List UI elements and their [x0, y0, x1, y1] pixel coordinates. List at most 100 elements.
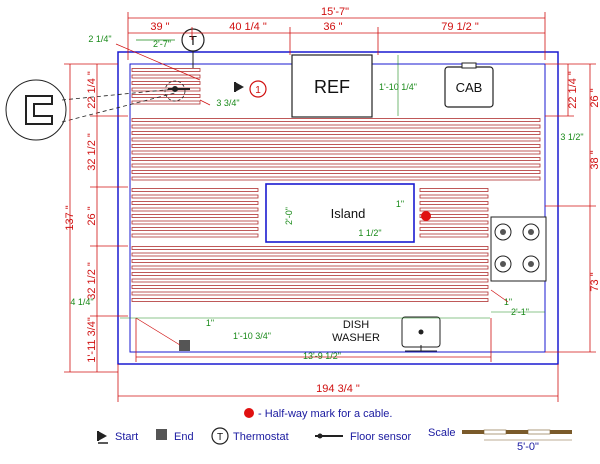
cable-run	[419, 201, 489, 205]
dim-right-3: 38 "	[589, 150, 600, 169]
cable-run	[131, 246, 489, 250]
dim-top-4: 79 1/2 "	[441, 21, 479, 33]
cable-run	[131, 285, 489, 289]
dim-left-1: 22 1/4 "	[86, 71, 98, 109]
stove	[490, 216, 547, 282]
cable-run	[131, 291, 489, 296]
sink	[401, 316, 441, 352]
cable-run	[131, 201, 259, 205]
svg-text:T: T	[217, 432, 223, 443]
halfway-mark	[421, 211, 431, 221]
dishwasher-label-1: DISH	[343, 319, 369, 331]
dim-inner-d: 1"	[396, 199, 404, 209]
dim-left-3: 26 "	[86, 206, 98, 225]
cable-run	[419, 214, 489, 218]
dim-right-1: 22 1/4 "	[567, 71, 579, 109]
marker-1-symbol: 1	[249, 80, 267, 98]
cable-run	[131, 118, 541, 122]
room-outline	[117, 51, 559, 365]
scale-label: Scale	[428, 427, 456, 439]
start-triangle-icon	[235, 82, 244, 92]
cable-run	[419, 194, 489, 199]
cabinet-label: CAB	[456, 80, 483, 95]
top-dimension-lines	[127, 12, 546, 60]
legend-halfway-icon	[244, 408, 254, 418]
cable-run	[131, 188, 259, 192]
cable-run	[131, 214, 259, 218]
bottom-dimension-lines	[117, 318, 559, 402]
dim-bottom-1: 13'-9 1/2"	[303, 351, 341, 361]
cable-run	[131, 176, 541, 181]
thermostat-symbol: T	[181, 28, 205, 52]
svg-text:T: T	[189, 33, 197, 48]
cable-run	[131, 157, 541, 161]
cable-run	[131, 124, 541, 129]
dishwasher-label-2: WASHER	[332, 332, 380, 344]
scale-bar	[462, 429, 572, 441]
cable-run	[131, 150, 541, 155]
dim-bottom-2: 1'-10 3/4"	[233, 331, 271, 341]
cable-run	[131, 81, 201, 85]
cable-run	[419, 188, 489, 192]
cable-run	[419, 227, 489, 231]
dim-left-4: 32 1/2 "	[86, 262, 98, 300]
cable-end-marker	[179, 340, 190, 351]
cable-run	[131, 144, 541, 148]
dim-overall-width: 15'-7"	[321, 6, 349, 18]
cable-run	[131, 137, 541, 142]
refrigerator	[291, 54, 373, 118]
legend-start-text: Start	[115, 431, 138, 443]
dim-overall-height: 137 "	[64, 205, 76, 230]
sensor-detail-callout	[5, 79, 186, 141]
cable-run	[131, 259, 489, 263]
cable-run	[419, 220, 489, 225]
legend-thermostat-icon: T	[211, 427, 229, 445]
cable-run	[131, 220, 259, 225]
dim-right-2: 26 "	[589, 88, 600, 107]
island-label: Island	[331, 206, 366, 221]
dim-top-1: 39 "	[150, 21, 169, 33]
refrigerator-label: REF	[314, 77, 350, 97]
legend-end-icon	[156, 429, 167, 440]
cable-run	[131, 233, 259, 238]
dim-right-5: 3 1/2"	[560, 132, 583, 142]
cable-run	[131, 100, 201, 105]
heating-cable-runs	[131, 68, 541, 302]
cable-run	[131, 163, 541, 168]
cable-run	[131, 252, 489, 257]
legend-thermostat-text: Thermostat	[233, 431, 289, 443]
cable-run	[131, 131, 541, 135]
dim-bottom-3: 1"	[206, 318, 214, 328]
dim-top-6: 2 1/4"	[88, 34, 111, 44]
cable-run	[131, 194, 259, 199]
dim-left-5: 1'-11 3/4"	[86, 317, 98, 363]
scale-value: 5'-0"	[517, 441, 539, 453]
cable-run	[131, 272, 489, 276]
svg-text:1: 1	[255, 85, 261, 96]
cable-run	[131, 170, 541, 174]
legend-halfway-text: - Half-way mark for a cable.	[258, 408, 392, 420]
cable-run	[131, 74, 201, 79]
cable-run	[131, 227, 259, 231]
dim-left-6: 4 1/4"	[70, 297, 93, 307]
dim-inner-c: 2'-0"	[284, 207, 294, 225]
dim-top-2: 40 1/4 "	[229, 21, 267, 33]
right-dimension-lines	[545, 63, 596, 353]
dim-top-3: 36 "	[323, 21, 342, 33]
legend-start-icon	[98, 431, 107, 441]
left-dimension-lines	[64, 63, 128, 373]
cable-run	[131, 207, 259, 212]
dim-left-2: 32 1/2 "	[86, 133, 98, 171]
island	[265, 183, 415, 243]
cabinet-handle	[461, 62, 477, 69]
dim-inner-a: 3 3/4"	[216, 98, 239, 108]
cable-run	[131, 265, 489, 270]
cable-run	[131, 278, 489, 283]
cable-run	[131, 68, 201, 72]
cable-run	[131, 298, 489, 302]
cable-run	[419, 233, 489, 238]
cable-run	[419, 207, 489, 212]
dim-inner-e: 1 1/2"	[358, 228, 381, 238]
legend-end-text: End	[174, 431, 194, 443]
